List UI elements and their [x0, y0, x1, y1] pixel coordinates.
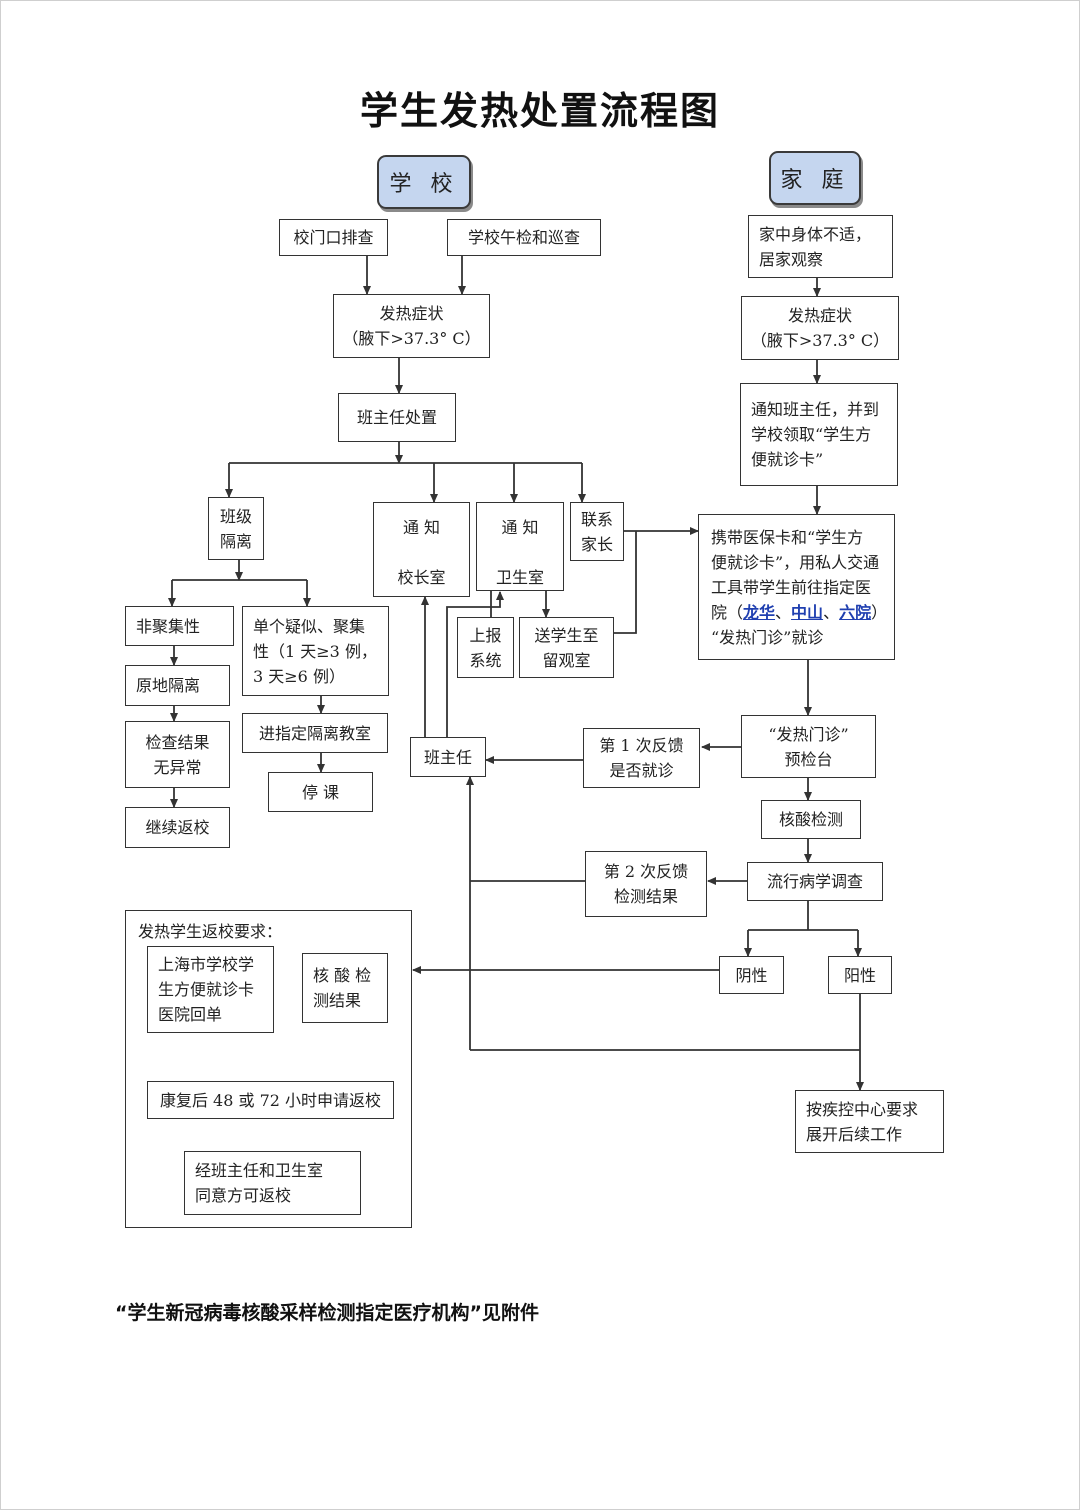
hospital-link-sixth[interactable]: 六院: [839, 602, 872, 622]
home-fever-title: 发热症状: [787, 306, 852, 325]
positive-box: 阳性: [828, 956, 892, 994]
school-category-pill: 学 校: [377, 155, 471, 209]
hospital-text-line1: 携带医保卡和“学生方: [711, 527, 864, 547]
gate-check-box: 校门口排查: [279, 219, 388, 256]
cluster-box: 单个疑似、聚集 性（1 天≥3 例， 3 天≥6 例）: [242, 606, 389, 696]
hospital-text-line2: 便就诊卡”，用私人交通: [711, 552, 880, 572]
hospital-text-line5: “发热门诊”就诊: [711, 627, 824, 647]
notify-principal-box: 通 知 校长室: [373, 502, 470, 597]
teacher-handle-box: 班主任处置: [338, 393, 456, 442]
feedback1-box: 第 1 次反馈 是否就诊: [583, 728, 700, 788]
notify-teacher-box: 通知班主任，并到 学校领取“学生方 便就诊卡”: [740, 383, 898, 486]
non-cluster-box: 非聚集性: [125, 606, 234, 646]
hospital-link-zhongshan[interactable]: 中山: [791, 602, 824, 622]
continue-school-box: 继续返校: [125, 807, 230, 848]
suspend-class-box: 停 课: [268, 772, 373, 812]
hospital-line4-prefix: 院（: [711, 602, 744, 622]
send-observation-box: 送学生至 留观室: [519, 617, 614, 678]
return-apply-box: 康复后 48 或 72 小时申请返校: [147, 1081, 394, 1119]
home-fever-temp: （腋下>37.3° C）: [750, 331, 890, 350]
nucleic-test-box: 核酸检测: [761, 800, 861, 839]
contact-parent-box: 联系 家长: [570, 502, 624, 561]
epi-survey-box: 流行病学调查: [747, 862, 883, 901]
negative-box: 阴性: [719, 956, 784, 994]
noon-check-box: 学校午检和巡查: [447, 219, 601, 256]
return-doc-box: 上海市学校学 生方便就诊卡 医院回单: [147, 946, 274, 1033]
arrow-teacher-to-clinic: [446, 591, 504, 737]
head-teacher-box: 班主任: [410, 737, 486, 777]
page-title: 学生发热处置流程图: [359, 89, 720, 133]
school-fever-title: 发热症状: [379, 304, 444, 323]
return-approve-box: 经班主任和卫生室 同意方可返校: [184, 1151, 361, 1215]
home-category-pill: 家 庭: [769, 151, 861, 205]
school-fever-temp: （腋下>37.3° C）: [342, 329, 481, 348]
isolation-room-box: 进指定隔离教室: [242, 713, 388, 753]
return-requirements-title: 发热学生返校要求：: [138, 922, 283, 941]
hospital-sep2: 、: [823, 602, 840, 622]
fever-clinic-box: “发热门诊” 预检台: [741, 715, 876, 778]
class-isolation-box: 班级 隔离: [208, 497, 264, 560]
hospital-sep1: 、: [775, 602, 792, 622]
hospital-text-line3: 工具带学生前往指定医: [711, 577, 872, 597]
footnote: “学生新冠病毒核酸采样检测指定医疗机构”见附件: [115, 1302, 539, 1324]
school-fever-box: 发热症状 （腋下>37.3° C）: [333, 294, 490, 358]
hospital-box: 携带医保卡和“学生方 便就诊卡”，用私人交通 工具带学生前往指定医 院（龙华、中…: [698, 514, 895, 660]
report-system-box: 上报 系统: [457, 617, 514, 678]
hospital-line4-suffix: ）: [871, 602, 888, 622]
in-place-isolation-box: 原地隔离: [125, 665, 230, 706]
home-unwell-box: 家中身体不适， 居家观察: [748, 215, 893, 278]
return-test-result-box: 核 酸 检 测结果: [302, 953, 388, 1023]
arrow-send-to-hospital: [614, 531, 637, 634]
hospital-text-line4: 院（龙华、中山、六院）: [711, 600, 887, 625]
notify-clinic-box: 通 知 卫生室: [476, 502, 564, 591]
hospital-link-longhua[interactable]: 龙华: [743, 602, 776, 622]
home-fever-box: 发热症状 （腋下>37.3° C）: [741, 296, 899, 360]
feedback2-box: 第 2 次反馈 检测结果: [585, 851, 707, 917]
result-normal-box: 检查结果 无异常: [125, 721, 230, 788]
cdc-box: 按疾控中心要求 展开后续工作: [795, 1090, 944, 1153]
